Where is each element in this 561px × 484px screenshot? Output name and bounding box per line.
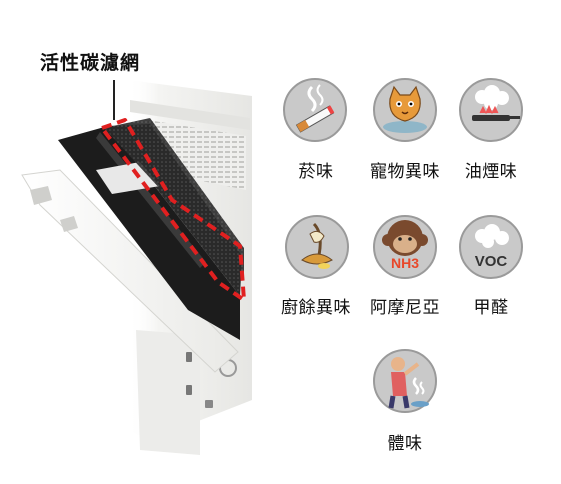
product-illustration [0, 0, 270, 480]
callout-pointer-line [113, 80, 115, 120]
cigarette-icon [282, 77, 348, 143]
nh3-badge: NH3 [391, 255, 419, 271]
odor-label-ammonia: 阿摩尼亞 [370, 298, 440, 318]
cat-icon [372, 77, 438, 143]
odor-label-pet: 寵物異味 [370, 162, 440, 182]
frying-pan-icon [458, 77, 524, 143]
odor-label-smoke: 菸味 [298, 162, 334, 182]
body-odor-icon [372, 348, 438, 414]
air-purifier-image [21, 80, 252, 455]
odor-label-kitchen: 廚餘異味 [281, 298, 351, 318]
voc-icon: VOC [458, 214, 524, 280]
filter-callout-label: 活性碳濾網 [40, 52, 141, 74]
filter-highlight-outline [100, 118, 246, 302]
odor-label-voc: 甲醛 [473, 298, 509, 318]
food-waste-icon [284, 214, 350, 280]
voc-badge: VOC [475, 253, 508, 270]
odor-label-body: 體味 [387, 434, 423, 454]
ammonia-icon: NH3 [372, 214, 438, 280]
odor-label-cooking: 油煙味 [464, 162, 518, 182]
